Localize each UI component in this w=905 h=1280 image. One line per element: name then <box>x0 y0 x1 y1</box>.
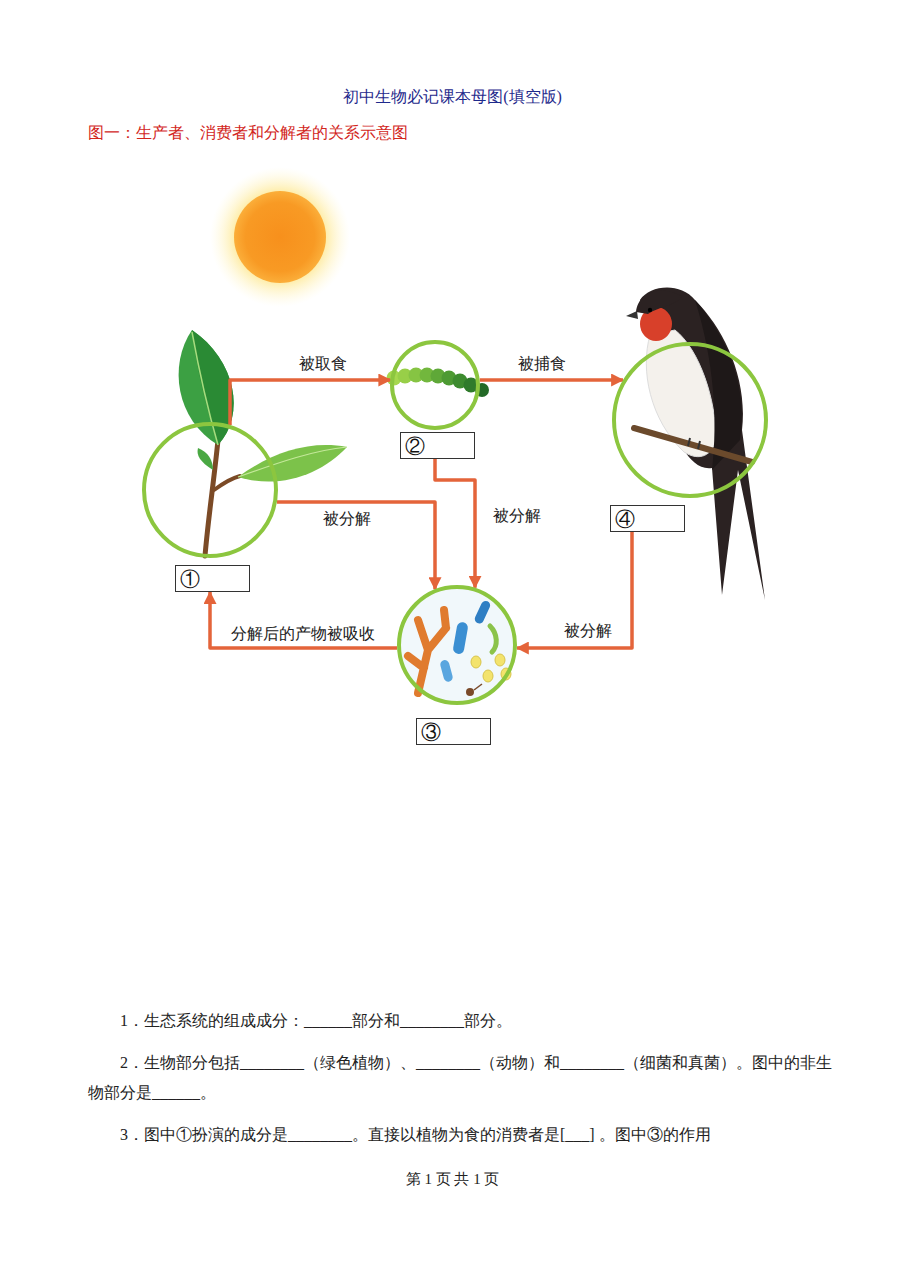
swallow-illustration <box>636 291 682 314</box>
organism-circle: ③ <box>397 585 517 705</box>
page-title: 初中生物必记课本母图(填空版) <box>0 86 905 108</box>
plant-illustration <box>198 448 213 470</box>
sun-illustration <box>210 167 350 307</box>
flow-arrow <box>480 378 623 382</box>
sun-illustration <box>234 191 326 283</box>
microbe-illustration <box>483 670 493 682</box>
answer-box: ③ <box>416 718 491 745</box>
swallow-illustration <box>688 438 700 449</box>
microbe-illustration <box>400 588 514 702</box>
organism-circle: ① <box>142 422 278 558</box>
node-ring <box>612 342 768 498</box>
node-ring-outline <box>392 342 478 428</box>
microbe-illustration <box>439 659 453 683</box>
node-ring-outline <box>144 424 276 556</box>
plant-illustration <box>214 476 240 490</box>
flow-arrow <box>277 502 435 589</box>
question-text: 1．生态系统的组成成分：______部分和________部分。 <box>88 1006 840 1036</box>
arrow-label: 被分解 <box>561 621 615 641</box>
callout-number: ③ <box>421 720 441 744</box>
callout-number: ② <box>405 434 425 458</box>
arrow-label: 被捕食 <box>515 354 569 374</box>
flow-arrow <box>230 380 390 425</box>
node-ring <box>390 340 480 430</box>
plant-illustration <box>238 445 347 482</box>
microbe-illustration <box>495 654 505 666</box>
arrow-label: 被分解 <box>320 509 374 529</box>
node-ring-outline <box>399 587 515 703</box>
swallow-illustration <box>634 428 752 462</box>
microbe-illustration <box>471 656 481 668</box>
microbe-illustration <box>400 588 514 702</box>
node-ring <box>142 422 278 558</box>
answer-box: ② <box>400 432 475 459</box>
arrow-label: 被分解 <box>490 506 544 526</box>
microbe-illustration <box>473 599 491 625</box>
arrow-label: 分解后的产物被吸收 <box>228 624 378 644</box>
microbe-illustration <box>474 684 482 690</box>
question-text: 3．图中①扮演的成分是________。直接以植物为食的消费者是[___] 。图… <box>88 1120 840 1150</box>
swallow-illustration <box>626 311 638 319</box>
plant-illustration <box>238 447 347 477</box>
microbe-illustration <box>490 626 496 652</box>
microbe-illustration <box>452 621 468 654</box>
caterpillar-illustration <box>387 368 490 398</box>
question-list: 1．生态系统的组成成分：______部分和________部分。 2．生物部分包括… <box>88 1006 840 1162</box>
swallow-illustration <box>648 308 652 312</box>
answer-box: ④ <box>610 505 685 532</box>
node-ring <box>397 585 517 705</box>
swallow-illustration <box>640 288 765 600</box>
flow-arrow <box>517 532 632 648</box>
organism-circle: ② <box>390 340 480 430</box>
sun-illustration <box>210 167 350 307</box>
flow-arrow <box>210 592 397 648</box>
microbe-illustration <box>466 688 474 696</box>
swallow-illustration <box>626 288 765 600</box>
flow-arrow <box>435 459 475 588</box>
plant-illustration <box>192 332 218 445</box>
question-text: 2．生物部分包括________（绿色植物）、________（动物）和____… <box>88 1048 840 1108</box>
answer-box: ① <box>175 565 250 592</box>
callout-number: ① <box>180 567 200 591</box>
node-ring-outline <box>614 344 766 496</box>
figure-heading: 图一：生产者、消费者和分解者的关系示意图 <box>88 122 408 144</box>
callout-number: ④ <box>615 507 635 531</box>
organism-circle: ④ <box>612 342 768 498</box>
arrow-label: 被取食 <box>296 354 350 374</box>
page-footer: 第 1 页 共 1 页 <box>0 1168 905 1190</box>
